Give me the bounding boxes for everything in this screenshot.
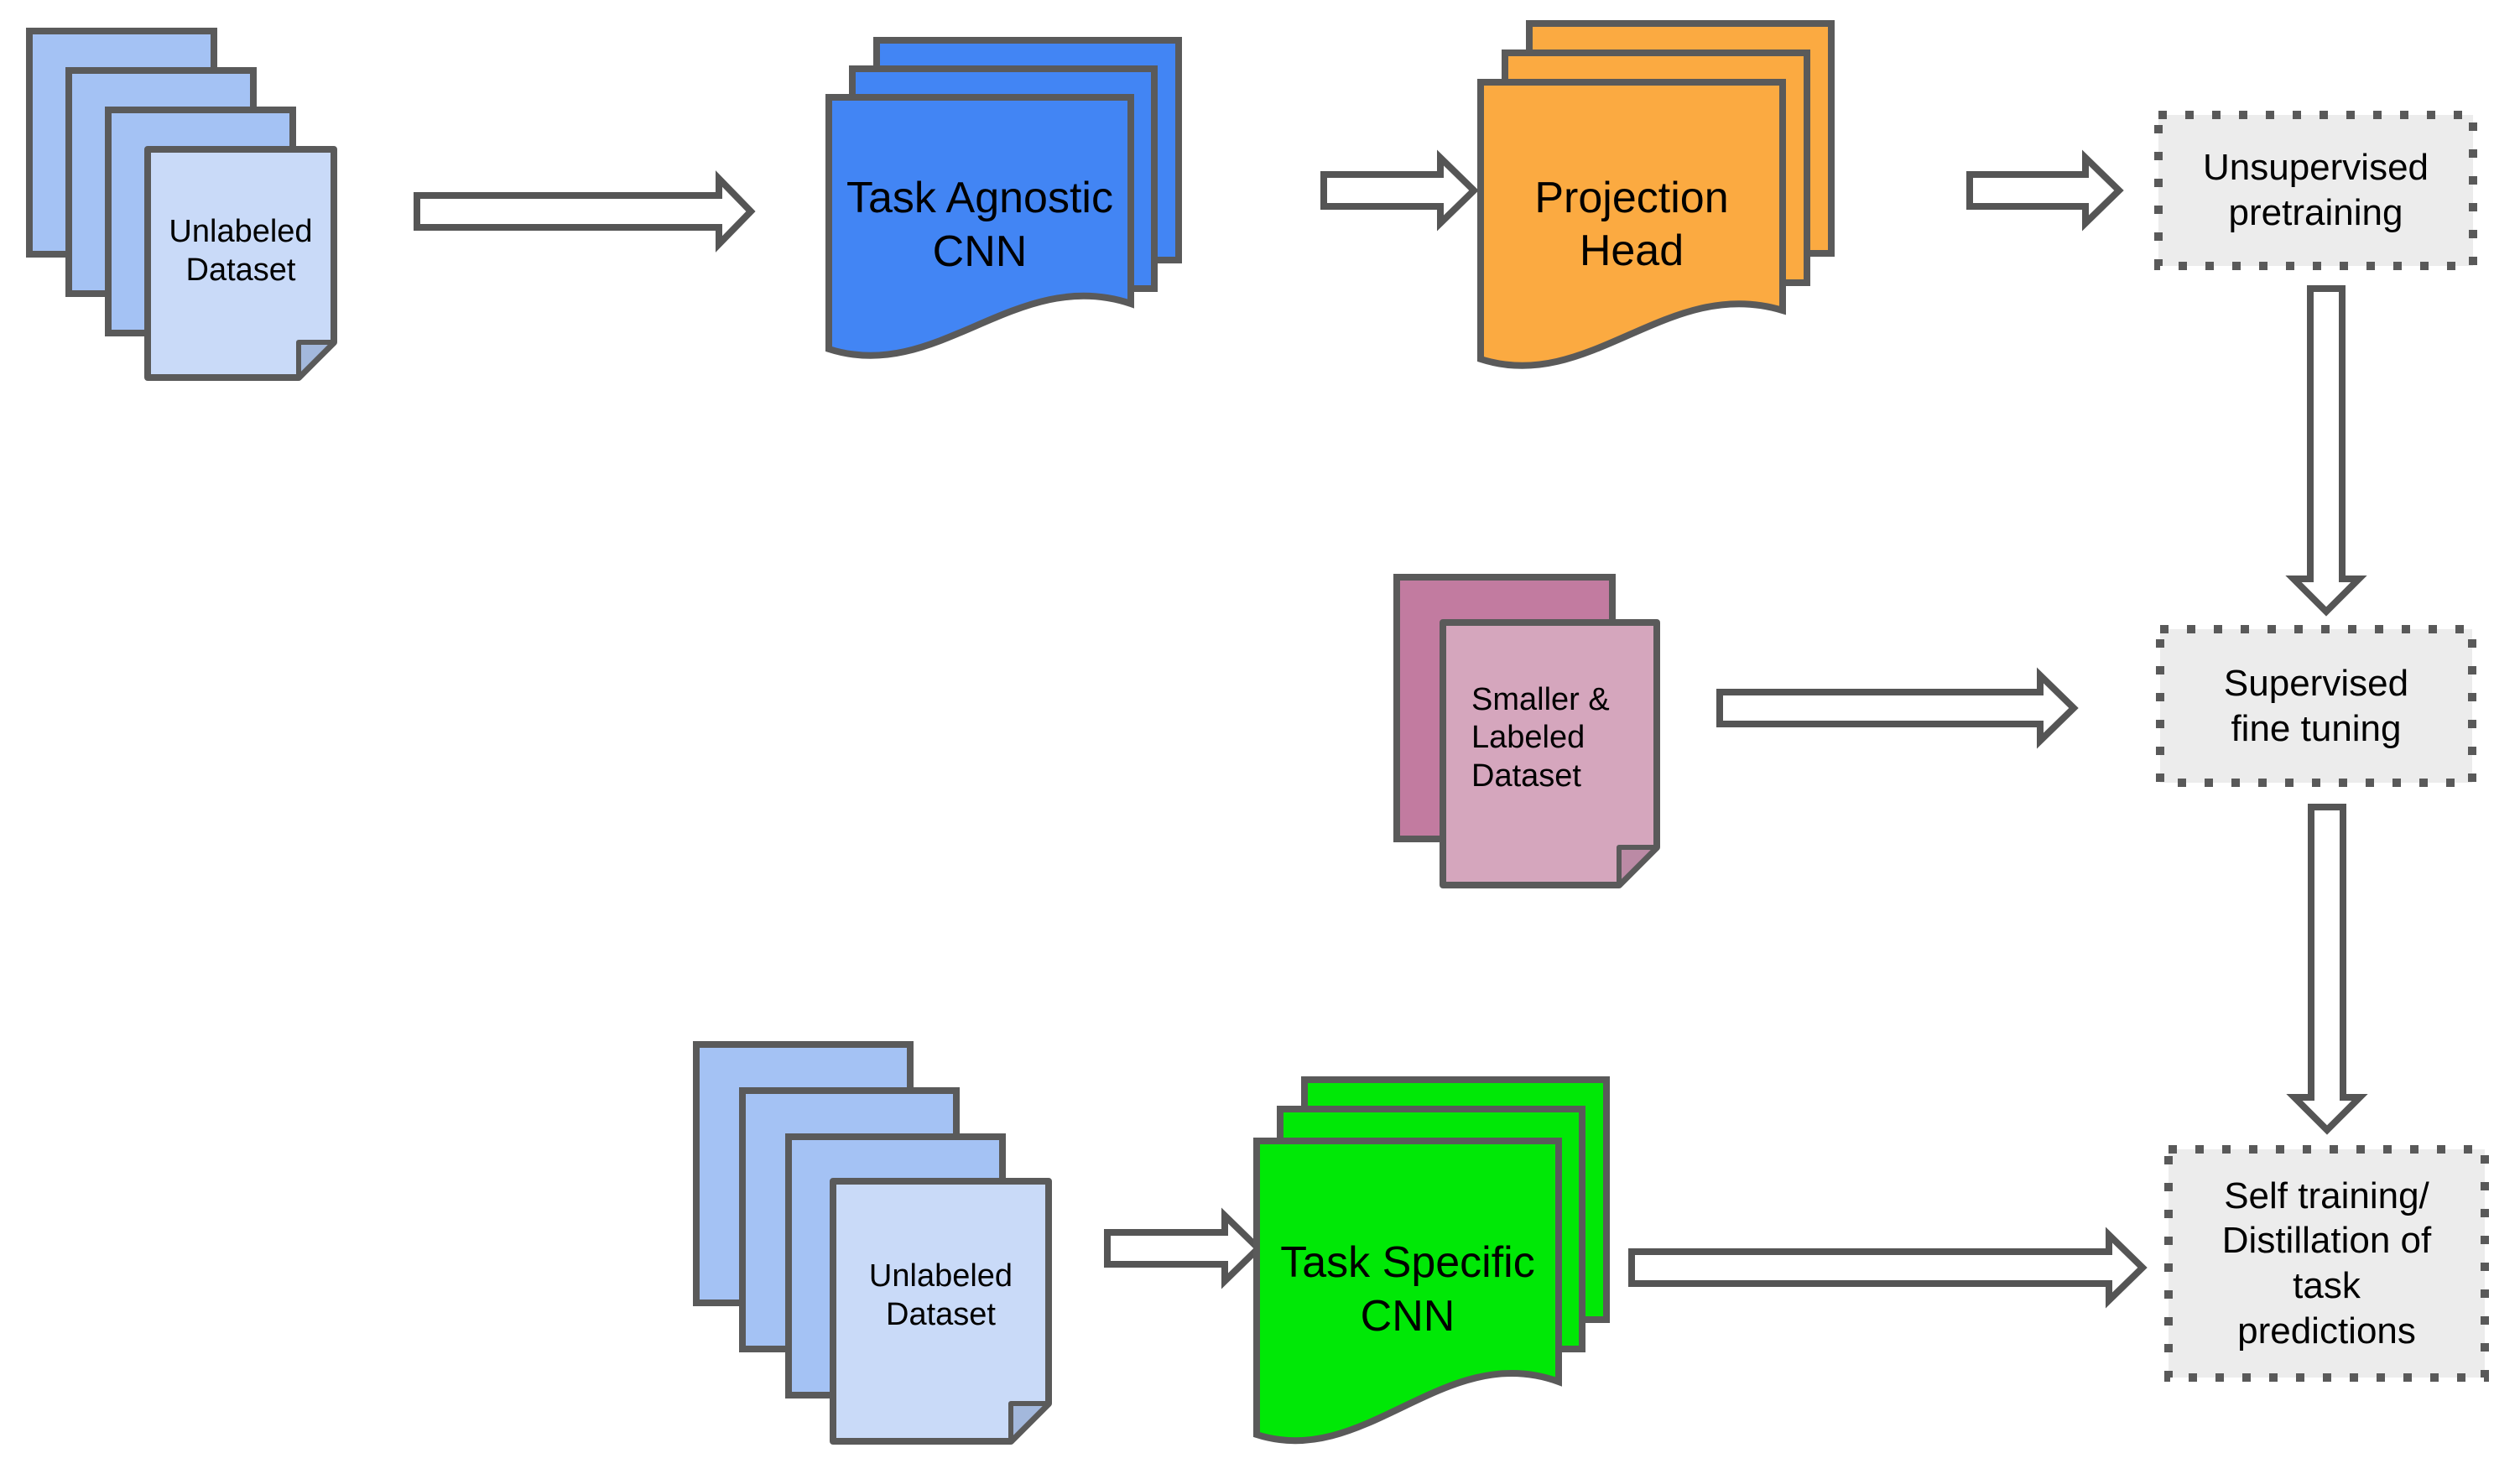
- projection-head-stack: [1477, 20, 1835, 369]
- arrow-unsupervised-to-supervised: [2285, 285, 2367, 617]
- page-fold-corner: [296, 340, 336, 380]
- page-fold-corner: [1617, 845, 1659, 888]
- unlabeled-dataset-bottom-stack: [693, 1041, 1052, 1445]
- front-document-wave: [1477, 79, 1786, 369]
- task-specific-cnn-stack: [1253, 1076, 1610, 1445]
- self-training-box: [2164, 1145, 2489, 1382]
- arrow-supervised-to-selftraining: [2286, 804, 2368, 1135]
- front-document-wave: [825, 94, 1134, 359]
- arrow-labeled-to-supervised: [1716, 667, 2079, 749]
- page-fold-corner: [1008, 1401, 1051, 1444]
- arrow-task-agnostic-to-projection: [1320, 149, 1479, 232]
- unlabeled-dataset-top-stack: [26, 28, 337, 381]
- arrow-unlabeled-to-task-agnostic: [414, 170, 756, 253]
- front-document-wave: [1253, 1138, 1562, 1445]
- arrow-projection-to-unsupervised: [1966, 149, 2124, 232]
- arrow-unlabeled-to-task-specific: [1104, 1207, 1263, 1289]
- task-agnostic-cnn-stack: [825, 37, 1182, 359]
- arrow-task-specific-to-selftraining: [1628, 1227, 2148, 1309]
- smaller-labeled-dataset-stack: [1393, 574, 1660, 888]
- supervised-fine-tuning-box: [2156, 625, 2476, 787]
- unsupervised-pretraining-box: [2154, 111, 2477, 270]
